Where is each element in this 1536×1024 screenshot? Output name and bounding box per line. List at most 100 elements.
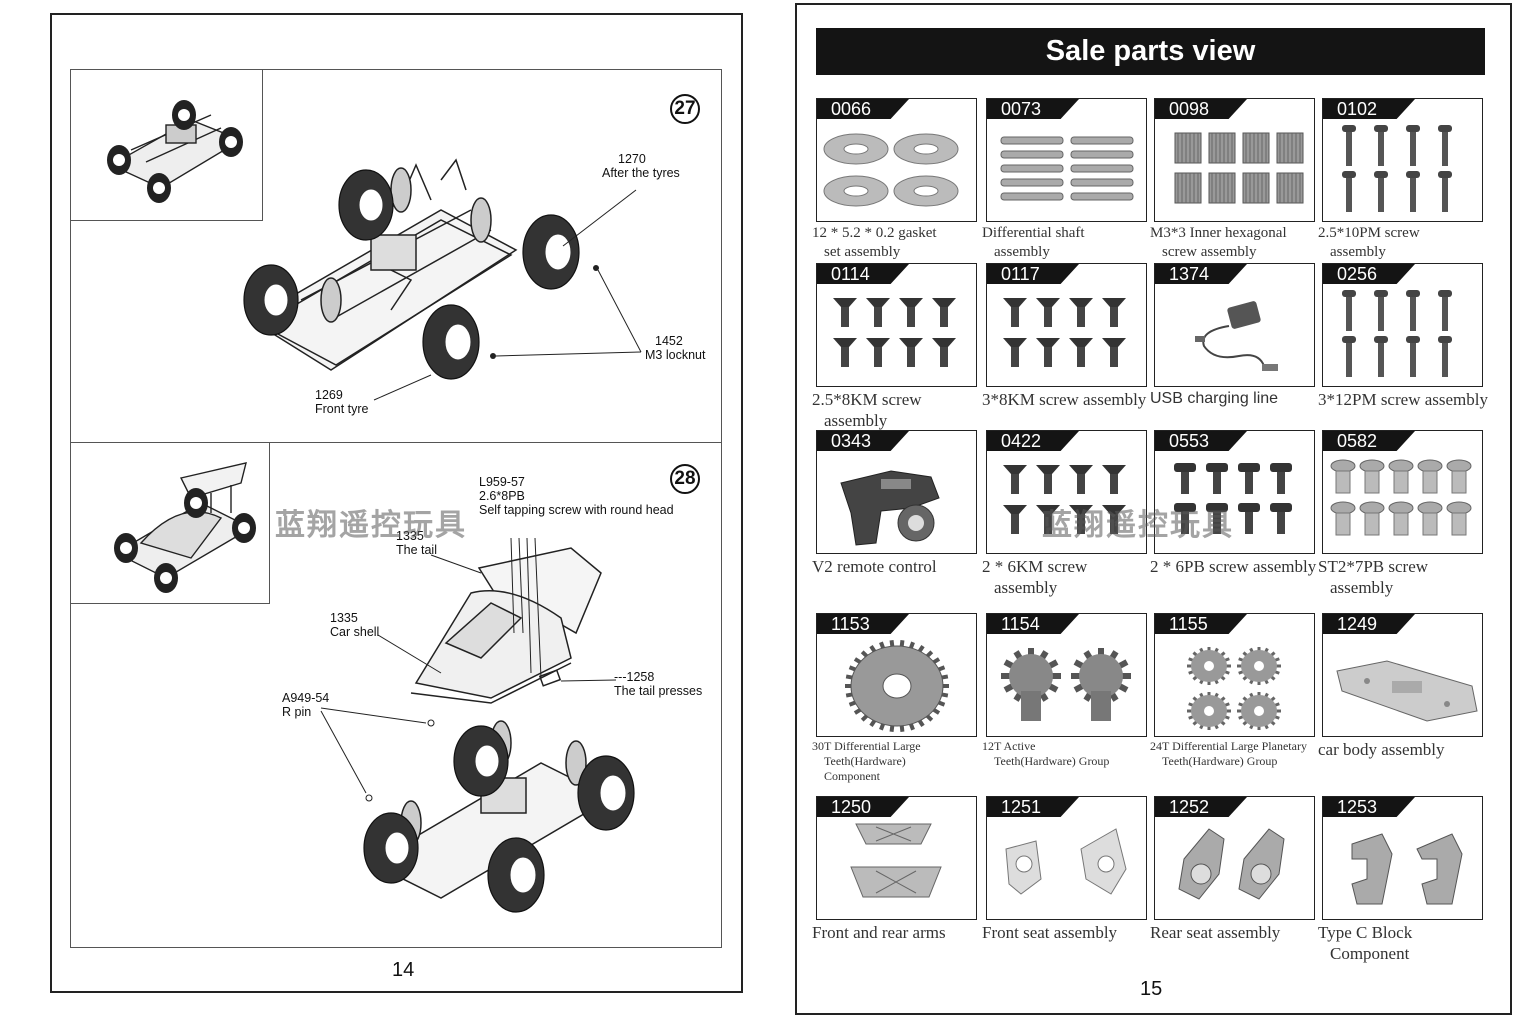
suspension-arm-icon [850, 823, 942, 898]
part-card-0102: 0102 [1322, 98, 1483, 222]
part-code-badge: 0073 [987, 99, 1079, 119]
part-caption-line: 2 * 6PB screw assembly [1150, 557, 1317, 576]
part-card-0256: 0256 [1322, 263, 1483, 387]
gasket-icon [823, 133, 959, 207]
part-caption-1249: car body assembly [1318, 739, 1490, 760]
callout-1258-the-tail-presses: ---1258 The tail presses [614, 670, 703, 698]
callout-l959-57-self-tapping-screw: L959-57 2.6*8PB Self tapping screw with … [479, 475, 674, 517]
part-caption-0582: ST2*7PB screw assembly [1318, 556, 1490, 599]
part-card-0582: 0582 [1322, 430, 1483, 554]
part-caption-line: assembly [824, 411, 888, 431]
step-28-number: 28 [670, 464, 700, 494]
part-code-badge: 0114 [817, 264, 909, 284]
part-caption-1252: Rear seat assembly [1150, 922, 1322, 943]
part-card-0117: 0117 [986, 263, 1147, 387]
callout-1269-front-tyre: 1269 Front tyre [315, 388, 369, 416]
step-27-panel: 27 [70, 69, 722, 443]
part-card-1374: 1374 [1154, 263, 1315, 387]
step-27-overview-thumbnail [70, 69, 263, 221]
part-code-badge: 0098 [1155, 99, 1247, 119]
chassis-plate-icon [1336, 660, 1478, 722]
part-caption-line: assembly [994, 578, 1058, 598]
pinion-gear-icon [1001, 648, 1131, 721]
callout-1335-car-shell: 1335 Car shell [330, 611, 380, 639]
part-card-0114: 0114 [816, 263, 977, 387]
part-caption-line: Teeth(Hardware) Group [994, 754, 1110, 768]
part-card-1251: 1251 [986, 796, 1147, 920]
pan-screw-icon [1174, 463, 1292, 534]
part-code-badge: 0256 [1323, 264, 1415, 284]
part-caption-line: 12T Active [982, 739, 1036, 753]
part-card-0073: 0073 [986, 98, 1147, 222]
part-caption-0553: 2 * 6PB screw assembly [1150, 556, 1322, 577]
part-code-badge: 1249 [1323, 614, 1415, 634]
part-code-badge: 1154 [987, 614, 1079, 634]
remote-control-icon [840, 470, 940, 546]
part-code-badge: 0582 [1323, 431, 1415, 451]
part-code-badge: 0553 [1155, 431, 1247, 451]
part-caption-line: ST2*7PB screw [1318, 557, 1429, 576]
countersunk-screw-icon [1003, 465, 1126, 534]
part-card-1154: 1154 [986, 613, 1147, 737]
part-card-1252: 1252 [1154, 796, 1315, 920]
part-caption-0256: 3*12PM screw assembly [1318, 389, 1490, 410]
part-caption-line: 2.5*10PM screw [1318, 225, 1420, 241]
part-caption-line: assembly [1330, 578, 1394, 598]
part-card-0066: 0066 [816, 98, 977, 222]
long-screw-icon [1342, 125, 1452, 212]
part-caption-0343: V2 remote control [812, 556, 984, 577]
callout-1452-m3-locknut: 1452 M3 locknut [645, 334, 706, 362]
shaft-pin-icon [1000, 136, 1134, 201]
part-caption-line: screw assembly [1162, 243, 1257, 260]
usb-cable-icon [1195, 301, 1278, 371]
part-card-0553: 0553 [1154, 430, 1315, 554]
part-caption-line: 12 * 5.2 * 0.2 gasket [812, 225, 937, 241]
step-28-overview-thumbnail [70, 442, 270, 604]
part-caption-line: Teeth(Hardware) Group [1162, 754, 1278, 768]
part-code-badge: 1374 [1155, 264, 1247, 284]
planetary-gear-icon [1187, 647, 1281, 730]
part-code-badge: 1253 [1323, 797, 1415, 817]
steering-knuckle-icon [1005, 828, 1127, 895]
part-caption-line: Differential shaft [982, 225, 1085, 241]
part-caption-line: Type C Block [1318, 923, 1413, 942]
part-caption-line: Front and rear arms [812, 923, 946, 942]
part-caption-line: USB charging line [1150, 390, 1279, 407]
watermark-text: 蓝翔遥控玩具 [1042, 508, 1234, 543]
part-caption-0422: 2 * 6KM screw assembly [982, 556, 1154, 599]
part-caption-0117: 3*8KM screw assembly [982, 389, 1154, 410]
step-28-exploded-drawing [320, 537, 635, 913]
part-caption-0066: 12 * 5.2 * 0.2 gasket set assembly [812, 224, 984, 262]
part-card-1249: 1249 [1322, 613, 1483, 737]
set-screw-icon [1174, 132, 1304, 204]
step-28-panel: 28 [70, 442, 722, 948]
part-caption-line: car body assembly [1318, 740, 1445, 759]
part-caption-line: 3*12PM screw assembly [1318, 390, 1488, 409]
part-card-0098: 0098 [1154, 98, 1315, 222]
manual-page-14: 27 [50, 13, 743, 993]
part-caption-line: 2 * 6KM screw [982, 557, 1088, 576]
callout-a949-54-r-pin: A949-54 R pin [282, 691, 330, 719]
buggy-chassis-thumbnail-icon [107, 100, 243, 203]
part-code-badge: 0422 [987, 431, 1079, 451]
page-number: 14 [392, 959, 415, 981]
countersunk-screw-icon [1003, 298, 1126, 367]
part-code-badge: 1155 [1155, 614, 1247, 634]
sale-parts-title: Sale parts view [816, 28, 1485, 75]
page-number: 15 [1140, 978, 1163, 1000]
part-caption-1374: USB charging line [1150, 389, 1322, 409]
part-caption-line: set assembly [824, 243, 901, 260]
part-card-1155: 1155 [1154, 613, 1315, 737]
part-caption-line: 24T Differential Large Planetary [1150, 739, 1307, 753]
part-caption-1250: Front and rear arms [812, 922, 984, 943]
part-caption-line: 30T Differential Large [812, 739, 921, 753]
part-card-1250: 1250 [816, 796, 977, 920]
c-hub-icon [1351, 833, 1463, 905]
